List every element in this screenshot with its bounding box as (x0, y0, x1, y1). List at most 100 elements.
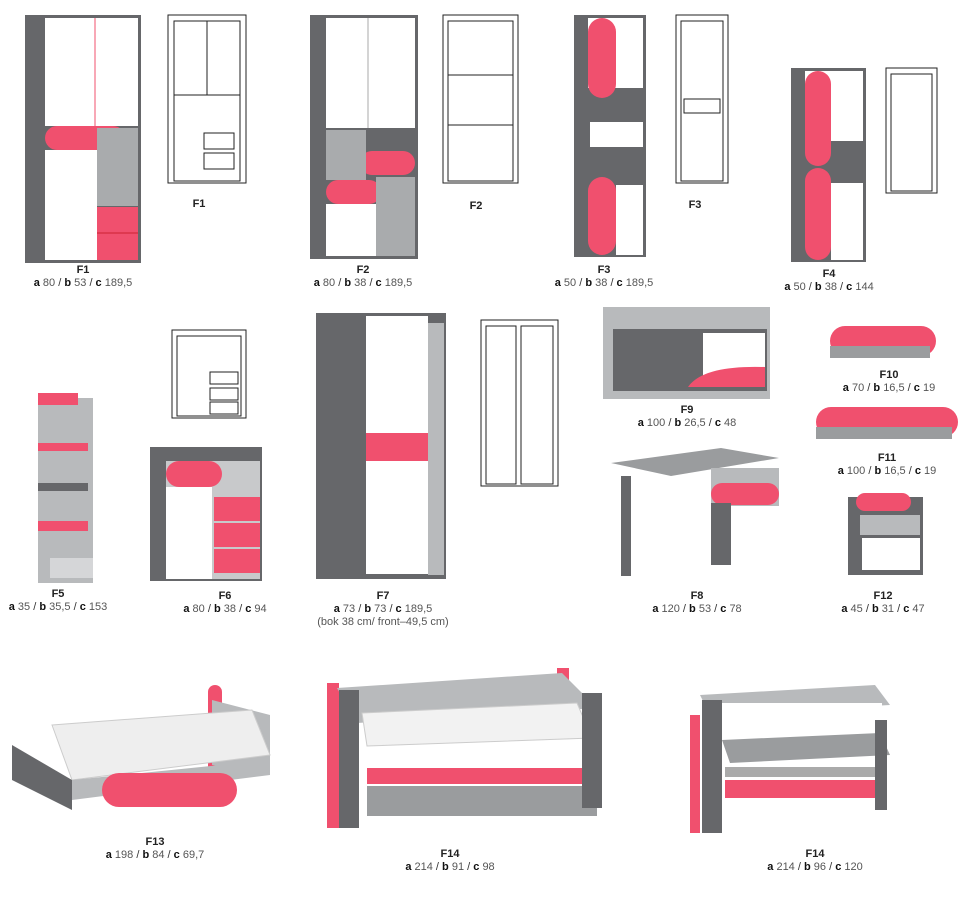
product-code: F10 (879, 369, 899, 381)
dim-value-c: 69,7 (182, 849, 205, 861)
dim-label-b: b (803, 861, 811, 873)
dim-value-a: 198 (114, 849, 134, 861)
dim-value-a: 214 (776, 861, 795, 873)
dim-label-a: a (33, 277, 40, 289)
dim-value-c: 189,5 (404, 603, 433, 615)
dim-label-c: c (79, 601, 86, 613)
product-f1-wardrobe (25, 15, 141, 263)
dim-value-c: 189,5 (384, 277, 413, 289)
dim-value-b: 31 (881, 603, 895, 615)
dim-value-a: 100 (646, 417, 666, 429)
dim-value-c: 144 (855, 281, 874, 293)
dim-label-b: b (344, 277, 352, 289)
dim-label-b: b (142, 849, 150, 861)
product-f14-desk-bed (690, 685, 890, 833)
product-code: F11 (877, 452, 897, 464)
dim-label-a: a (554, 277, 561, 289)
dim-value-a: 80 (322, 277, 336, 289)
dim-label-b: b (39, 601, 47, 613)
product-f13-bed (12, 685, 271, 810)
dim-value-b: 73 (374, 603, 387, 615)
dim-label-a: a (333, 603, 340, 615)
product-f11-shelf (816, 407, 958, 439)
dim-label-a: a (183, 603, 190, 615)
drawing-f3 (675, 14, 729, 184)
dim-label-b: b (364, 603, 372, 615)
dim-label-c: c (395, 603, 402, 615)
dim-value-c: 78 (729, 603, 742, 615)
dim-value-c: 47 (912, 603, 925, 615)
dim-label-b: b (585, 277, 593, 289)
drawing-f1 (167, 14, 247, 184)
product-f10-shelf (830, 326, 936, 358)
product-f12-nightstand (848, 493, 923, 575)
dim-label-c: c (95, 277, 102, 289)
dim-label-c: c (846, 281, 853, 293)
dim-value-a: 100 (846, 465, 866, 477)
dim-value-b: 38 (595, 277, 608, 289)
dim-value-c: 153 (88, 601, 108, 613)
dim-value-a: 50 (563, 277, 577, 289)
dim-label-a: a (105, 849, 112, 861)
dim-label-b: b (873, 382, 881, 394)
dim-value-a: 50 (793, 281, 806, 293)
product-f6-chest (150, 447, 262, 581)
product-code: F12 (873, 590, 893, 602)
dim-label-c: c (835, 861, 842, 873)
dim-label-a: a (784, 281, 791, 293)
drawing-tag-f3: F3 (688, 199, 702, 211)
product-f4-bookcase (791, 68, 866, 262)
dim-value-a: 214 (414, 861, 433, 873)
drawing-f4 (885, 67, 938, 194)
product-code: F2 (356, 264, 370, 276)
dim-value-c: 48 (724, 417, 737, 429)
dim-label-a: a (837, 465, 844, 477)
drawing-f2 (442, 14, 519, 184)
dimension-note: (bok 38 cm/ front–49,5 cm) (317, 616, 449, 628)
dim-value-a: 120 (661, 603, 680, 615)
dim-value-a: 70 (851, 382, 865, 394)
dim-value-b: 35,5 (49, 601, 71, 613)
dim-value-c: 98 (482, 861, 495, 873)
product-f9-wall-cabinet (603, 307, 770, 399)
drawing-tag-f2: F2 (469, 200, 483, 212)
dim-value-c: 189,5 (625, 277, 654, 289)
dim-label-a: a (652, 603, 659, 615)
product-code: F8 (690, 590, 704, 602)
dim-label-c: c (714, 417, 721, 429)
product-f8-desk (611, 448, 779, 576)
product-code: F14 (805, 848, 825, 860)
dim-value-b: 53 (698, 603, 712, 615)
dim-label-b: b (874, 465, 882, 477)
product-code: F4 (822, 268, 836, 280)
dim-label-c: c (375, 277, 382, 289)
dim-label-a: a (405, 861, 412, 873)
dim-label-b: b (814, 281, 822, 293)
dim-label-c: c (473, 861, 480, 873)
dim-value-b: 84 (152, 849, 165, 861)
dim-value-c: 19 (924, 465, 937, 477)
dim-value-c: 94 (254, 603, 267, 615)
dim-label-b: b (689, 603, 696, 615)
dim-label-c: c (913, 382, 920, 394)
product-f2-wardrobe (310, 15, 418, 259)
dim-label-a: a (842, 382, 849, 394)
product-f5-shelf (38, 393, 93, 583)
product-code: F7 (376, 590, 390, 602)
dim-label-c: c (720, 603, 727, 615)
dim-value-a: 80 (192, 603, 205, 615)
dim-value-c: 189,5 (104, 277, 133, 289)
product-f7-corner-wardrobe (316, 313, 446, 579)
dim-value-b: 16,5 (883, 382, 905, 394)
product-code: F13 (145, 836, 165, 848)
product-f3-bookcase (574, 15, 646, 257)
dim-label-c: c (914, 465, 921, 477)
